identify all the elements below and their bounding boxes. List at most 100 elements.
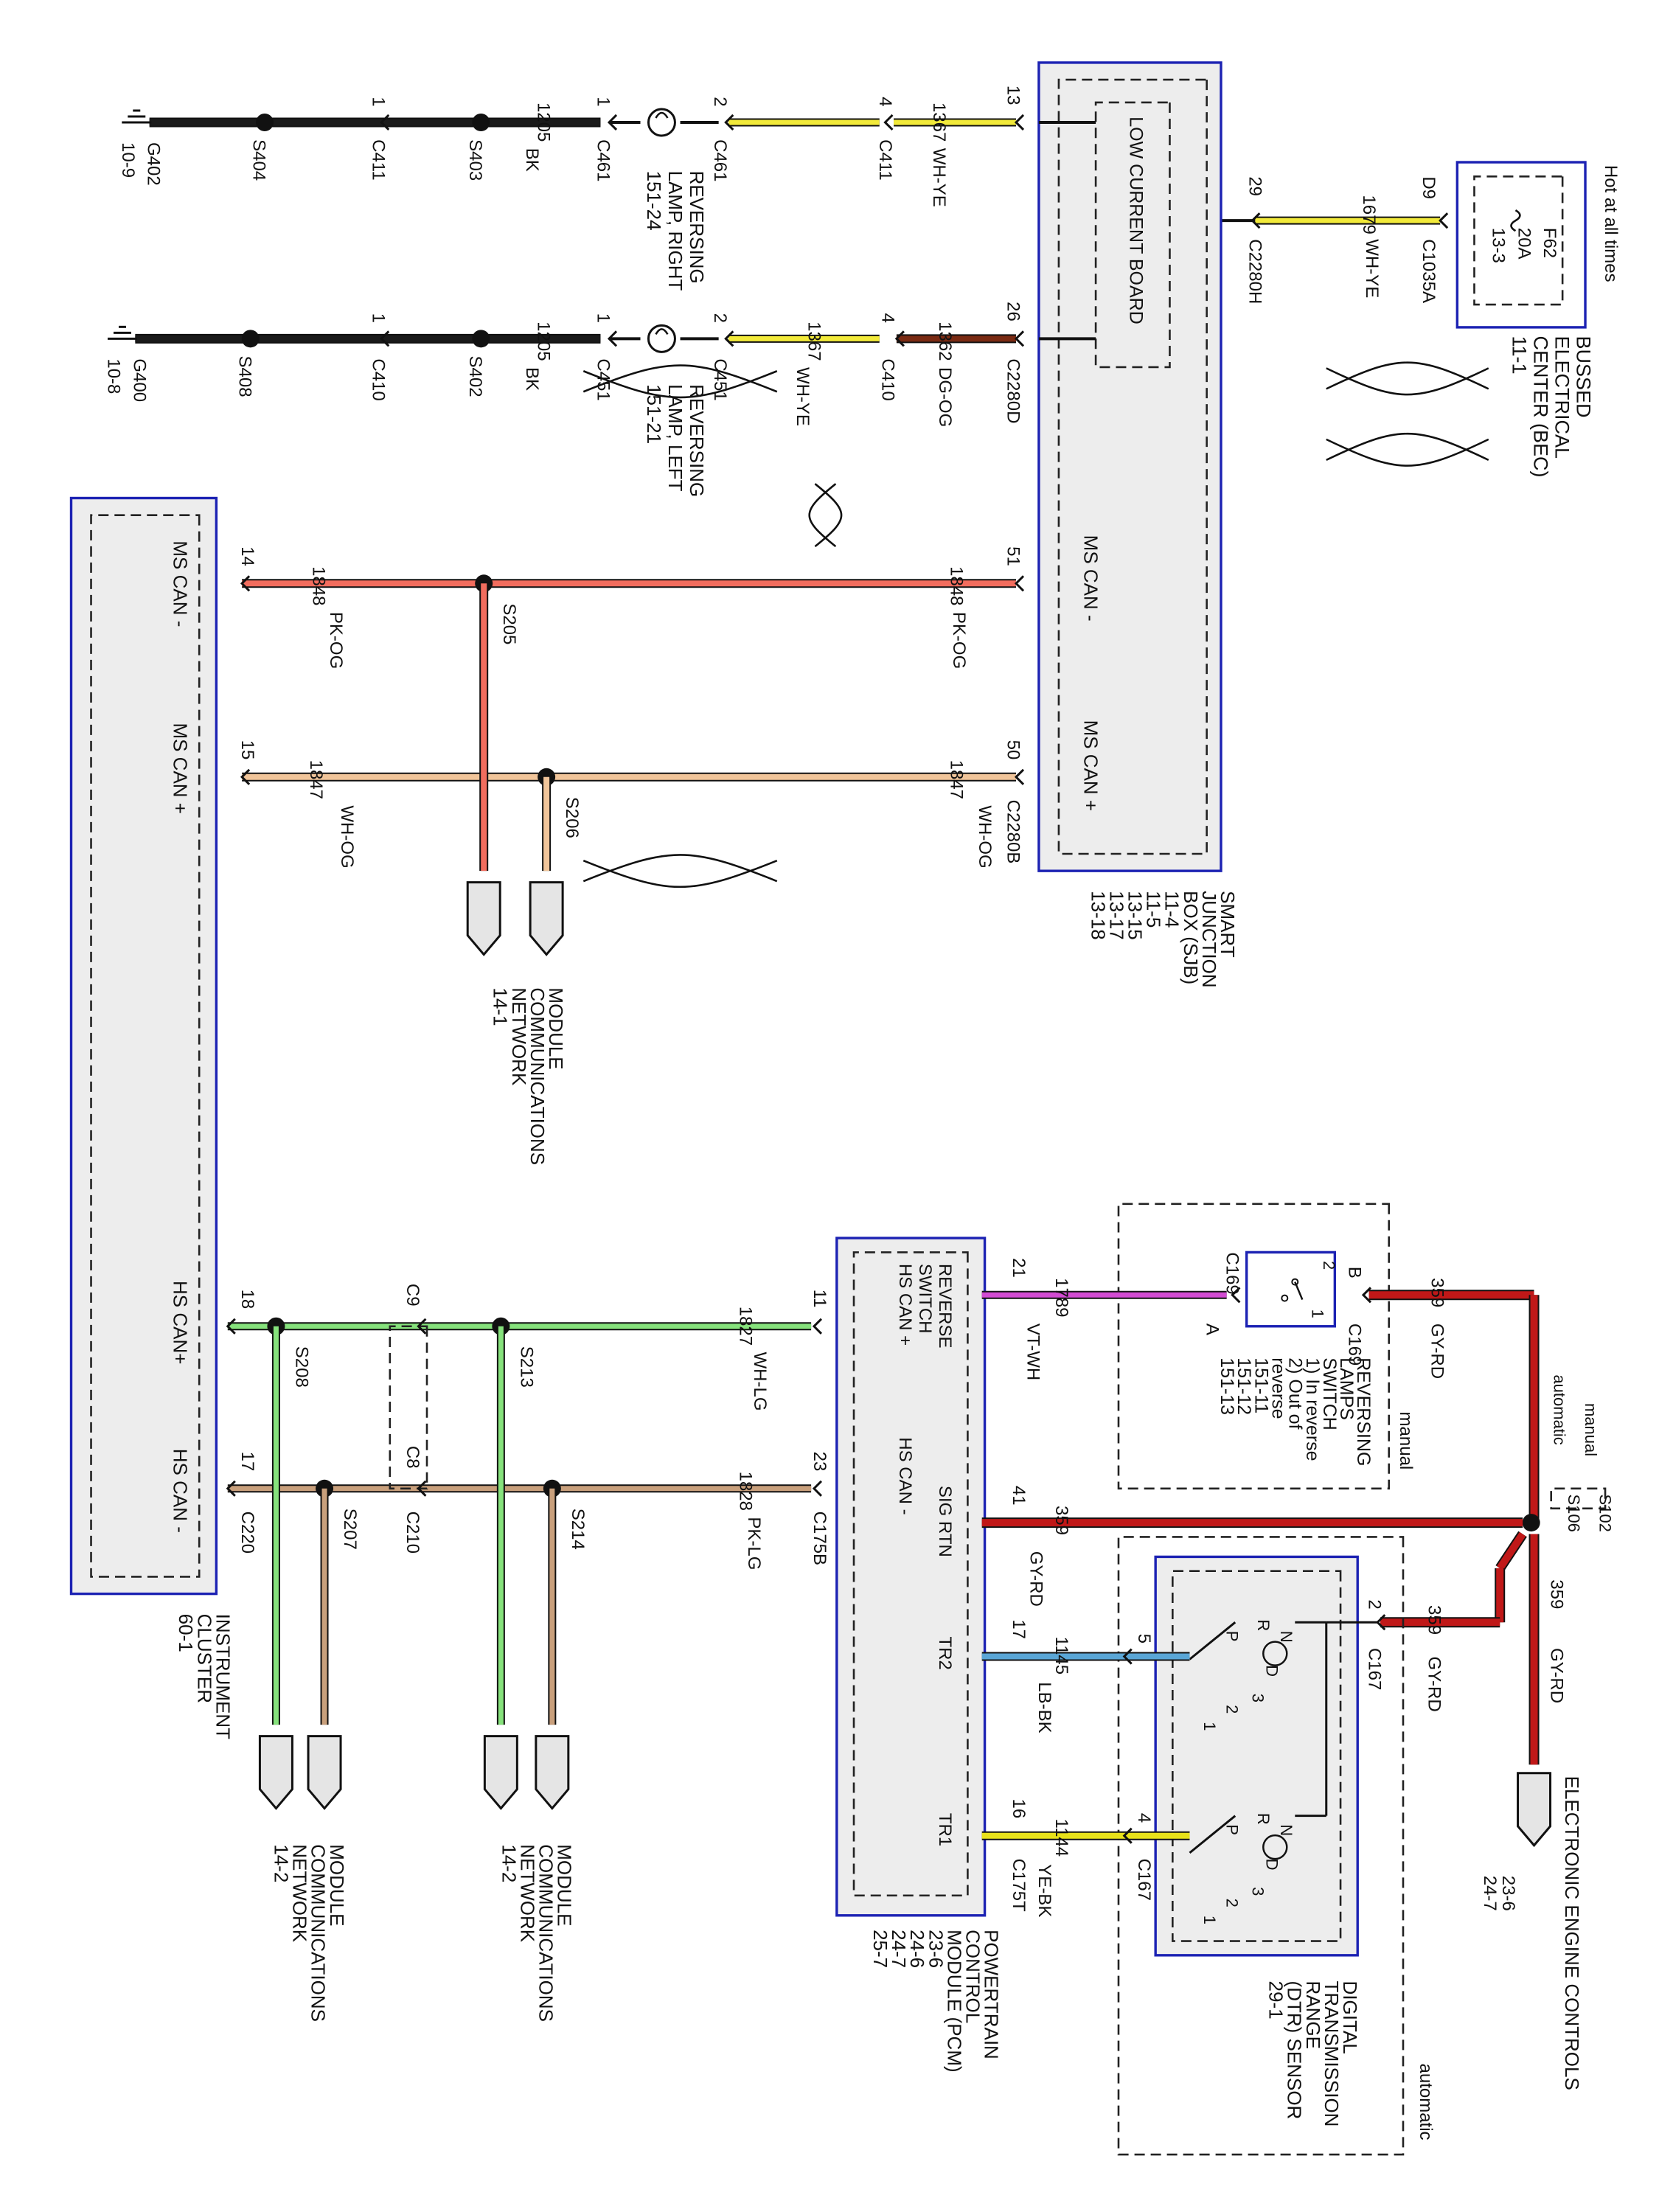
ground-g400-ref: 10-8 [104,358,124,394]
sjb-label: 13-17 [1105,891,1127,940]
ground-g402-label: G402 [144,142,164,186]
ic-label: INSTRUMENT [212,1614,234,1740]
circuit-1362: 1362 [935,321,955,361]
conn-c210: C210 [403,1512,422,1554]
eec-ref: 24-7 [1480,1876,1500,1911]
arrow-c169-a [1231,1287,1241,1304]
arrow-ic-18 [226,1318,236,1335]
dtr-gear-D-ring-b [1262,1834,1288,1860]
mcn1-conn-b [529,881,564,956]
label-manual-top: manual [1582,1403,1600,1456]
splice-s408 [241,330,260,348]
fuse-text: 13-3 [1489,228,1509,263]
sjb-ms-can-plus: MS CAN + [1080,720,1102,812]
circuit-1367-l: 1367 [804,321,824,361]
dtr-gear-N-a: N [1277,1631,1295,1643]
pin-c451-1: 1 [594,313,613,323]
color-1367-r: WH-YE [929,148,949,207]
circuit-1848-sjb: 1848 [946,566,966,605]
lamp-right-icon [647,108,676,137]
splice-s214-label: S214 [568,1509,588,1550]
fuse-text: 20A [1514,228,1534,260]
rls-label: 1) In reverse [1302,1357,1323,1461]
ic-box [69,496,218,1596]
ground-g402-ref: 10-9 [118,142,138,178]
mcn2-label: COMMUNICATIONS [307,1844,330,2022]
circuit-1789: 1789 [1051,1278,1071,1317]
pcm-label: MODULE (PCM) [943,1930,965,2073]
conn-c461-r: C461 [710,139,730,181]
pcm-hs-can-plus: HS CAN + [895,1264,915,1346]
splice-s403 [472,113,490,131]
sjb-label: 11-5 [1143,891,1165,928]
conn-c169-b: C169 [1345,1324,1365,1366]
mcn3-conn-b [535,1735,570,1810]
mcn2-label: NETWORK [289,1844,311,1943]
mcn1-label: NETWORK [508,987,530,1086]
lamp-right-label: REVERSING [686,171,708,284]
dtr-gear-1-a: 1 [1200,1722,1219,1731]
conn-c1035a: C1035A [1419,239,1439,303]
arrow-c410-4 [894,330,905,347]
splice-s206-label: S206 [562,797,582,838]
arrow-c461-2 [724,114,734,131]
circuit-359-dtr: 359 [1425,1605,1444,1635]
dtr-label: DIGITAL [1339,1981,1361,2054]
lamp-left-label: LAMP, LEFT [664,384,686,492]
conn-c2280d: C2280D [1003,358,1023,423]
circuit-1679: 1679 [1359,195,1379,234]
color-1828: PK-LG [744,1517,764,1570]
twist-hs-a-b [1326,361,1489,390]
pin-pcm-16: 16 [1009,1799,1029,1819]
circuit-1847-ic: 1847 [306,760,326,799]
conn-c175t: C175T [1009,1859,1029,1912]
rls-label: REVERSING [1353,1357,1374,1466]
circuit-1145: 1145 [1051,1637,1071,1675]
dtr-gear-D-a: D [1263,1665,1281,1677]
dtr-gear-D-b: D [1263,1859,1281,1871]
conn-c220: C220 [237,1512,257,1554]
conn-c411: C411 [875,139,895,181]
label-automatic-top: automatic [1551,1374,1569,1444]
ic-ms-can-plus: MS CAN + [169,723,191,814]
lamp-right-label: LAMP, RIGHT [664,171,686,291]
dtr-label: RANGE [1302,1981,1324,2049]
arrow-26 [1014,330,1025,347]
arrow-c410-1 [380,330,390,347]
splice-s408-label: S408 [234,356,254,397]
rls-pin-1: 1 [1308,1310,1326,1318]
lamp-left-icon [647,324,676,353]
color-1679: WH-YE [1362,239,1382,298]
pin-c410-1: 1 [369,313,389,323]
arrow-c9 [417,1318,427,1335]
arrow-50 [1014,768,1025,785]
pin-pcm-21: 21 [1009,1258,1029,1278]
rls-label: 151-13 [1217,1357,1237,1415]
pcm-tr2: TR2 [935,1637,955,1670]
sjb-label: 11-4 [1161,891,1183,928]
twist-hs-b-b [1326,432,1489,462]
label-automatic: automatic [1416,2064,1436,2140]
conn-c411-l: C411 [369,139,389,181]
bec-inner [1473,175,1564,306]
rls-label: reverse [1267,1357,1288,1419]
ic-label: CLUSTER [193,1614,215,1703]
dtr-inner [1172,1570,1342,1942]
pin-51: 51 [1003,546,1023,566]
arrow-d9 [1439,212,1449,229]
fuse-icon [1510,209,1521,232]
color-359-eec: GY-RD [1547,1648,1567,1703]
dtr-box [1154,1555,1359,1957]
dtr-wiper-a [1189,1621,1237,1660]
twist-hs-a [1326,367,1489,396]
sjb-ms-can-minus: MS CAN - [1080,535,1102,622]
splice-s213-label: S213 [516,1346,536,1388]
dtr-label: (DTR) SENSOR [1284,1981,1306,2120]
pin-c169-a: A [1203,1324,1222,1335]
mcn1-label: COMMUNICATIONS [526,987,549,1165]
mcn3-label: NETWORK [516,1844,538,1943]
bec-box [1455,161,1587,329]
pcm-label: CONTROL [961,1930,984,2023]
color-1145: LB-BK [1034,1682,1054,1733]
ground-g400-label: G400 [129,358,149,402]
